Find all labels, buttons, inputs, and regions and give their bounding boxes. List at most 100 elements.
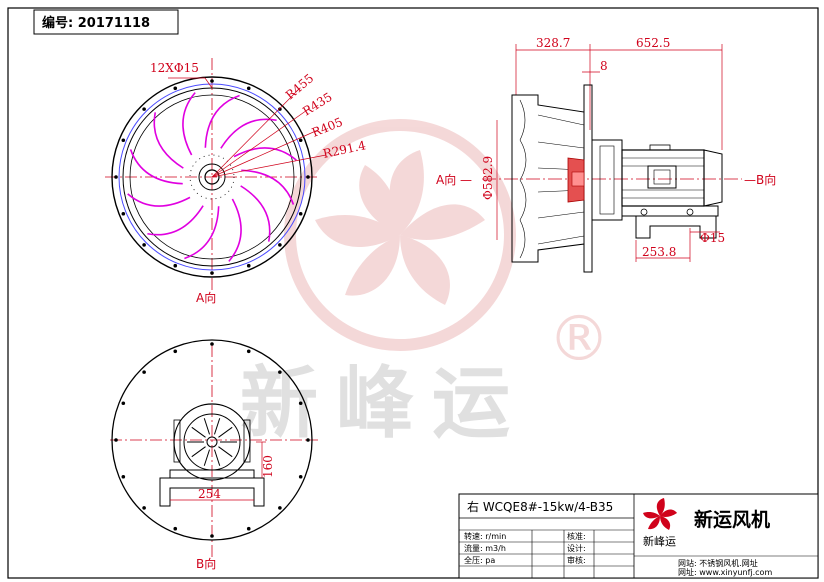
side-view: 328.7 652.5 8 Φ582.9: [436, 36, 776, 273]
impeller-blade: [204, 94, 240, 148]
field-design: 设计:: [567, 543, 586, 553]
bolt-hole: [298, 474, 303, 479]
model-number: 右 WCQE8#-15kw/4-B35: [467, 499, 613, 514]
company-logo: [643, 498, 677, 530]
bolt-hole: [114, 438, 118, 442]
inner-ring-1: [118, 83, 306, 271]
bolt-hole: [210, 534, 214, 538]
footer-website: 网站: 不锈钢风机.网址: [678, 558, 758, 568]
hub-dotted-ring: [189, 154, 235, 200]
logo-caption: 新峰运: [643, 534, 676, 548]
rear-view: 254 160 B向: [110, 339, 318, 571]
dim-foot-span: 253.8: [642, 245, 676, 259]
dim-8: 8: [600, 59, 608, 73]
bolt-hole: [246, 263, 251, 268]
bolt-hole: [306, 438, 310, 442]
bolt-hole: [121, 211, 126, 216]
bolt-hole: [173, 263, 178, 268]
impeller-blade: [241, 169, 295, 205]
dim-rear-width: 254: [198, 487, 221, 501]
base-foot: [635, 215, 717, 239]
bolt-hole: [210, 342, 214, 346]
bolt-hole: [142, 506, 146, 510]
drawing-number-box: [33, 9, 179, 35]
bolt-hole: [121, 474, 126, 479]
dim-foot-hole: Φ15: [700, 231, 725, 245]
bolt-hole: [278, 243, 282, 247]
impeller-ring: [129, 94, 295, 260]
watermark-text: 新峰运: [240, 359, 528, 449]
impeller-blade: [240, 185, 271, 242]
field-review: 审核:: [567, 555, 586, 565]
rear-bolt-holes: [114, 342, 310, 538]
drawing-number: 编号: 20171118: [42, 15, 150, 31]
bolt-hole: [246, 86, 251, 91]
impeller-blade: [153, 112, 184, 169]
bolt-hole: [210, 271, 214, 275]
fan-cover-slot: [203, 418, 211, 435]
dim-328: 328.7: [536, 36, 570, 50]
watermark-registered: ®: [548, 302, 610, 375]
fan-cover-slot: [213, 418, 221, 435]
view-label-b-rear: B向: [196, 556, 216, 571]
bolt-hole: [114, 175, 118, 179]
hub-inner: [204, 169, 220, 185]
field-speed: 转速: r/min: [464, 531, 506, 541]
bolt-hole: [142, 107, 146, 111]
fan-cover-slots: [187, 418, 237, 466]
impeller-blade: [127, 193, 191, 207]
field-flow: 流量: m3/h: [464, 543, 506, 553]
mounting-flange: [583, 84, 593, 273]
bolt-hole: [298, 401, 303, 406]
bolt-hole: [298, 138, 303, 143]
watermark: 新峰运 ®: [240, 119, 610, 449]
motor-base: [621, 205, 719, 217]
fan-cover-slot: [218, 426, 233, 438]
watermark-ring: [284, 119, 516, 351]
bolt-hole: [306, 175, 310, 179]
rear-flange: [111, 339, 313, 541]
bolt-hole: [298, 211, 303, 216]
company-name: 新运风机: [694, 508, 770, 531]
impeller-blade: [182, 92, 196, 156]
field-approve: 核准:: [567, 531, 586, 541]
title-block: 右 WCQE8#-15kw/4-B35 转速: r/min 核准: 流量: m3…: [458, 493, 819, 579]
bolt-hole: [246, 526, 251, 531]
outer-flange: [111, 76, 313, 278]
impeller-blades: [127, 92, 297, 262]
bolt-hole: [210, 79, 214, 83]
sheet-border: [7, 7, 819, 579]
radius-435: R435: [300, 90, 335, 119]
impeller-blade: [129, 149, 183, 185]
bolt-hole: [173, 349, 178, 354]
dim-diameter: Φ582.9: [481, 156, 495, 200]
view-label-a-front: A向: [196, 290, 216, 305]
radius-455: R455: [283, 71, 316, 102]
bolt-hole: [121, 401, 126, 406]
hole-note: 12XΦ15: [150, 61, 199, 75]
impeller-blade: [184, 206, 220, 260]
fan-cover-slot: [191, 426, 206, 438]
bolt-hole: [142, 370, 146, 374]
motor-fan-cover: [703, 149, 723, 207]
watermark-petals: [315, 150, 485, 305]
hub-outer: [198, 163, 226, 191]
bolt-holes: [114, 79, 310, 275]
front-view: 12XΦ15 R455 R435 R405 R291.4 A向: [105, 58, 367, 305]
bolt-hole: [173, 526, 178, 531]
fan-cover-slot: [203, 449, 211, 466]
dim-rear-height: 160: [261, 455, 275, 478]
fan-cover-slot: [213, 449, 221, 466]
bearing-bracket: [591, 139, 623, 221]
label-a-side: A向 —: [436, 172, 472, 187]
dim-652: 652.5: [636, 36, 670, 50]
bolt-hole: [173, 86, 178, 91]
field-pressure: 全压: pa: [464, 555, 495, 565]
radius-291: R291.4: [322, 138, 368, 161]
footer-url: 网址: www.xinyunfj.com: [678, 567, 772, 577]
bolt-hole: [246, 349, 251, 354]
bolt-hole: [278, 370, 282, 374]
terminal-box: [647, 165, 677, 189]
bolt-hole: [278, 506, 282, 510]
